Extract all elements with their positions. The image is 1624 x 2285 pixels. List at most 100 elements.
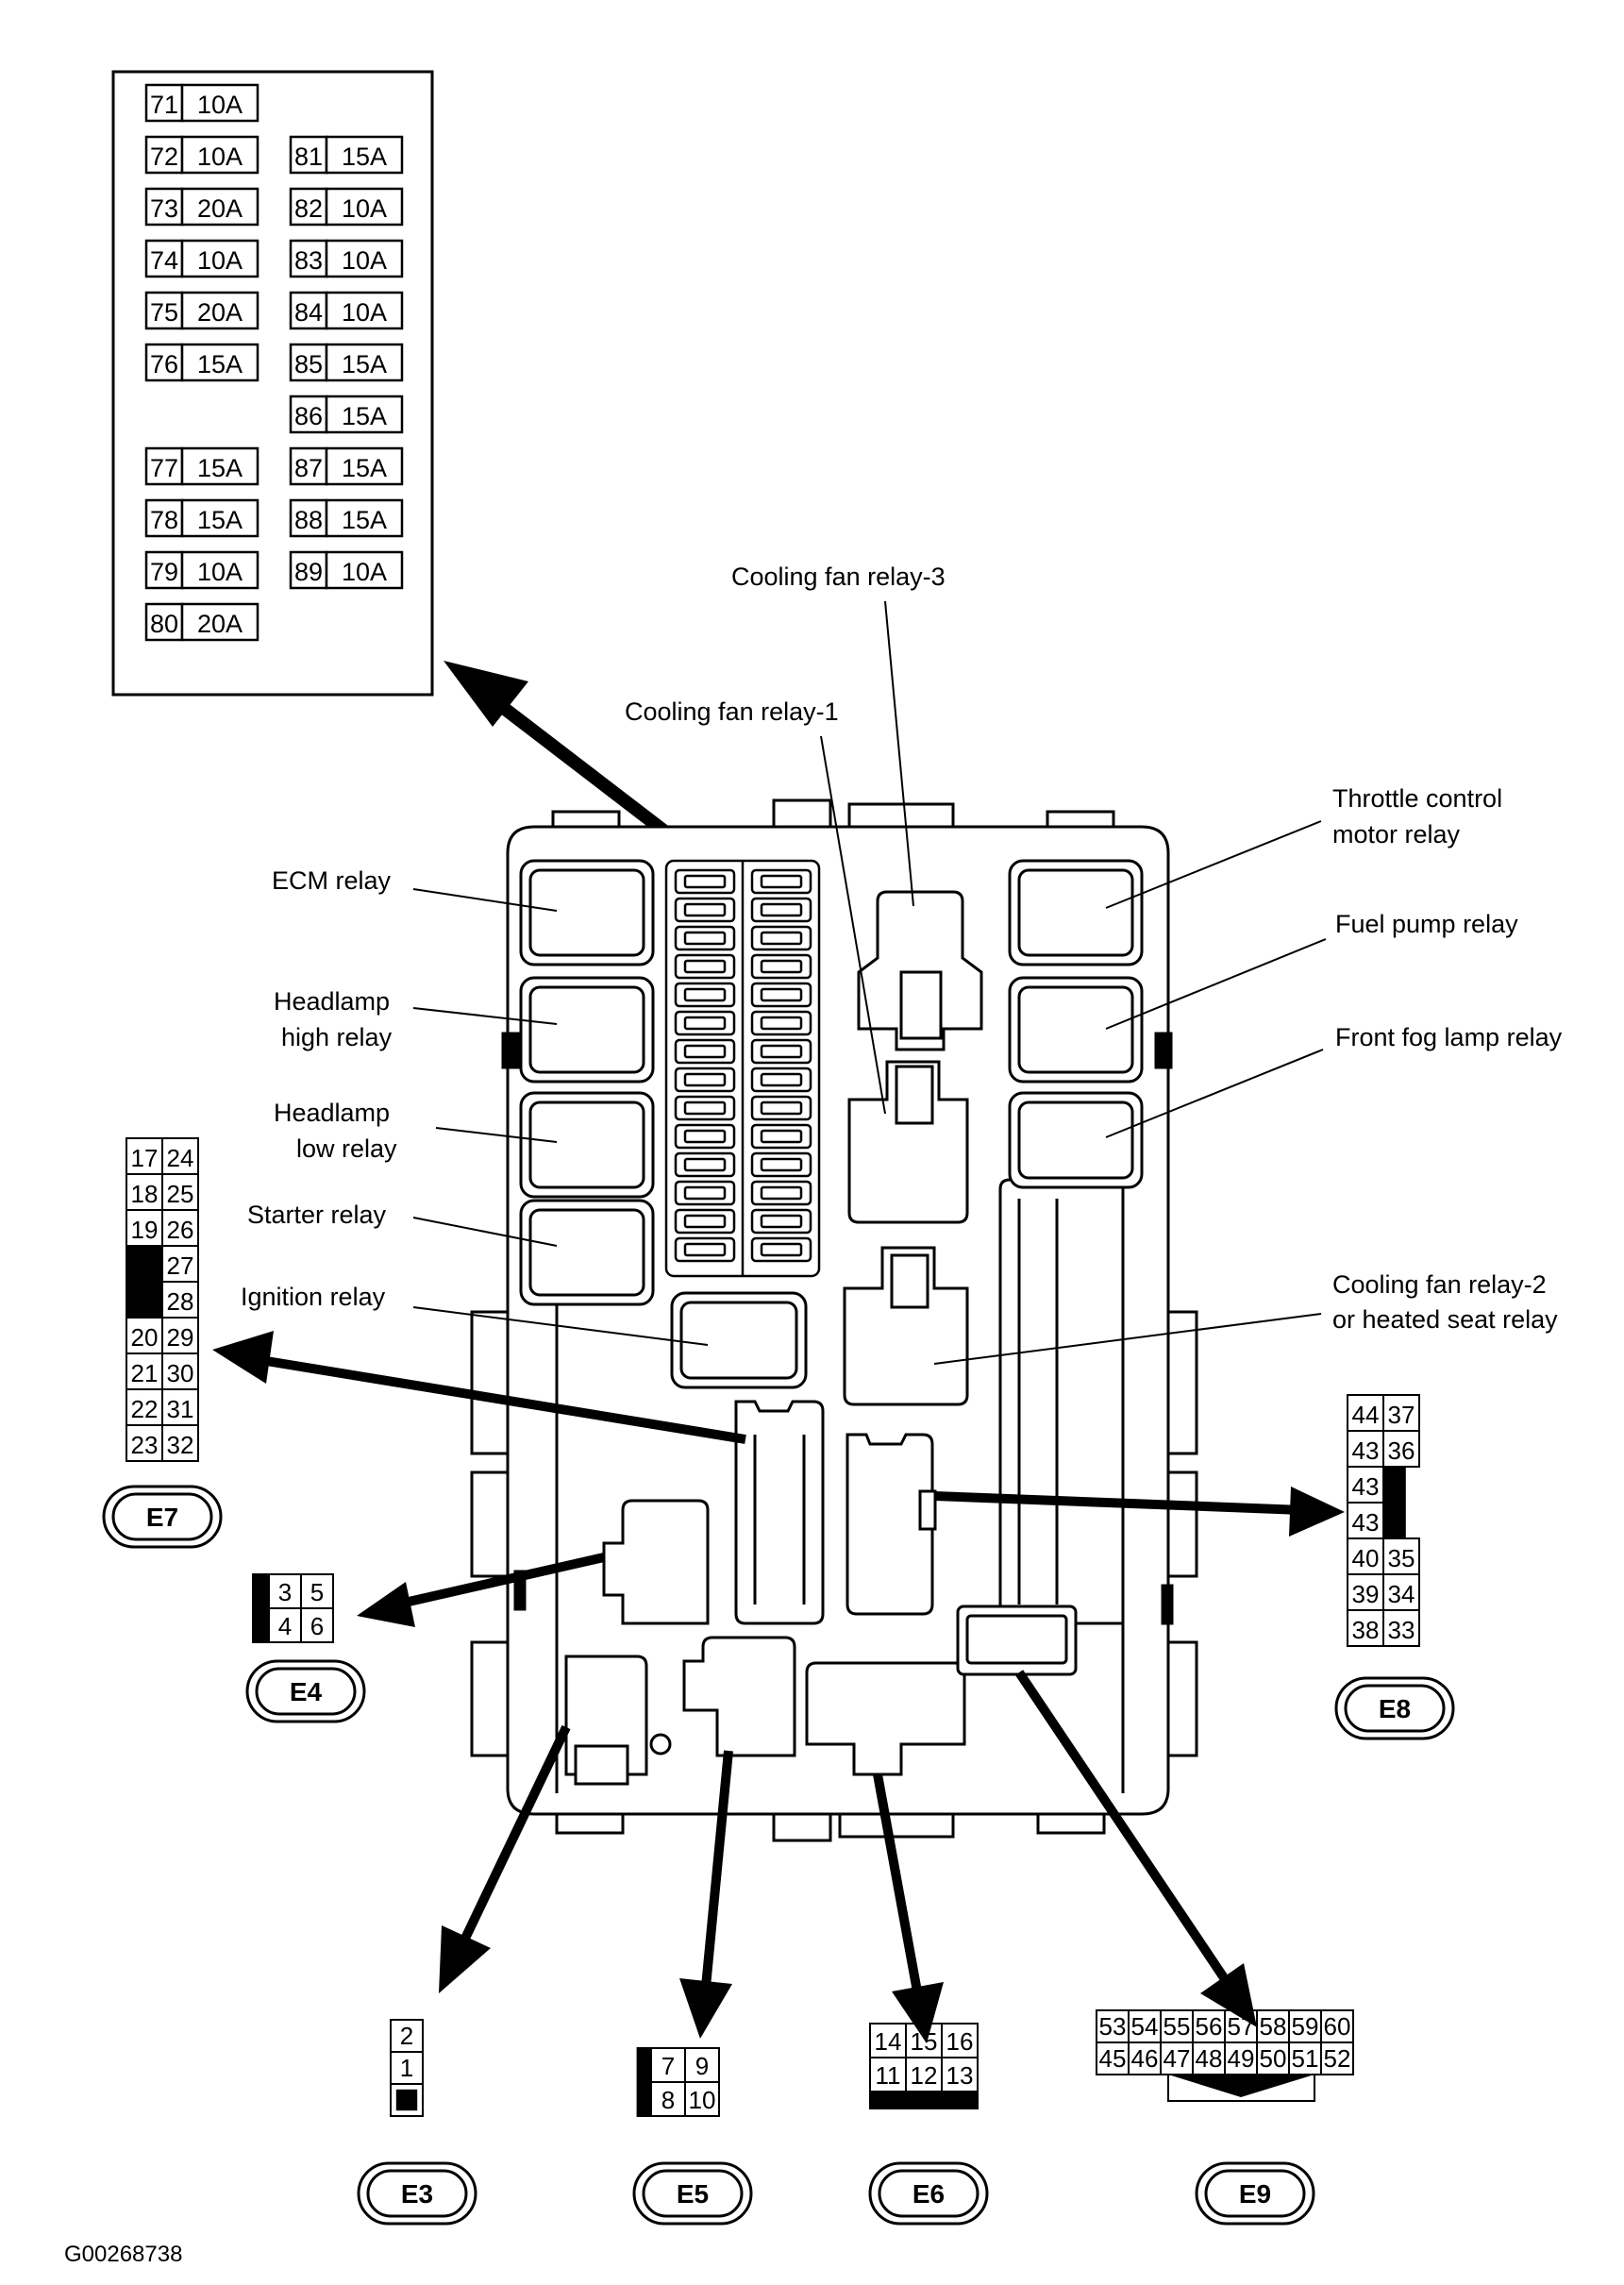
mini-fuse-body [683,987,727,1002]
leader-lines [412,600,1327,1365]
right-row: 84 10A [289,291,404,330]
badge-e6-text: E6 [912,2179,945,2209]
mini-fuse-body [683,1129,727,1144]
mini-fuse-body [683,1044,727,1059]
label-fuel-pump-relay: Fuel pump relay [1335,910,1518,938]
pin-number: 51 [1292,2044,1319,2073]
pin-number: 57 [1228,2012,1255,2041]
fuse-number-cell [144,239,184,278]
pin-number: 58 [1260,2012,1287,2041]
mini-fuse-body [760,1214,803,1229]
pin-number: 34 [1388,1580,1415,1608]
pin-number: 13 [946,2061,974,2090]
fuse-number-cell [289,498,328,538]
mini-fuse-body [760,959,803,974]
badge-e7: E7 [102,1485,223,1549]
pin-cell [1320,2041,1354,2075]
pin-number: 31 [167,1395,194,1423]
pin-number: 18 [131,1180,159,1208]
fuse-amp-cell [325,498,404,538]
fuse-amperage: 15A [342,350,387,378]
fuse-number: 77 [150,454,178,482]
mini-fuse-body [683,1072,727,1087]
fuse-number: 73 [150,194,178,223]
mini-fuse-body [760,1100,803,1116]
pin-number: 25 [167,1180,194,1208]
fuse-amp-cell [325,343,404,382]
mini-fuse-body [760,902,803,917]
relay-front-fog-lamp [1008,1091,1144,1189]
pin-number: 12 [911,2061,938,2090]
pin-cell [941,2057,979,2092]
fuse-number: 74 [150,246,178,275]
mini-fuse-body [760,874,803,889]
fuse-amp-cell [180,83,260,123]
fuse-number-cell [144,343,184,382]
pin-number: 52 [1324,2044,1351,2073]
fuse-number: 81 [294,143,323,171]
label-front-fog-lamp-relay: Front fog lamp relay [1335,1023,1563,1051]
fuse-amperage: 20A [197,194,243,223]
fuse-amp-cell [180,135,260,175]
fuse-number-cell [144,83,184,123]
pin-number: 29 [167,1323,194,1352]
pin-number: 44 [1352,1401,1380,1429]
fuse-number: 72 [150,143,178,171]
label-ignition-relay: Ignition relay [241,1283,386,1311]
pin-number: 54 [1131,2012,1159,2041]
fuse-amperage: 10A [342,558,387,586]
fuse-number: 80 [150,610,178,638]
fuse-amperage: 10A [197,143,243,171]
pin-number: 33 [1388,1616,1415,1644]
pin-number: 53 [1099,2012,1127,2041]
pin-key-block [636,2047,652,2117]
pin-number: 21 [131,1359,159,1387]
fuse-block [664,859,821,1278]
fuse-amperage: 10A [197,91,243,119]
fuse-number-cell [144,602,184,642]
pin-number: 22 [131,1395,159,1423]
fuse-amperage: 10A [342,194,387,223]
pin-number: 49 [1228,2044,1255,2073]
fuse-number: 84 [294,298,323,327]
fuse-amperage: 15A [342,506,387,534]
pin-number: 30 [167,1359,194,1387]
badge-e8-text: E8 [1379,1694,1411,1723]
mini-fuse-body [760,1129,803,1144]
pin-number: 16 [946,2027,974,2056]
fuse-amperage: 10A [342,298,387,327]
pin-number: 32 [167,1431,194,1459]
fuse-amperage: 20A [197,610,243,638]
pin-number: 6 [310,1612,324,1640]
pin-cell [161,1424,199,1462]
pin-key-block [252,1573,270,1643]
pin-key-block [395,2089,418,2111]
fuse-number: 88 [294,506,323,534]
pin-key-block [869,2091,979,2109]
left-row: 72 10A [144,135,260,175]
badge-e5: E5 [632,2161,753,2226]
badge-e9-text: E9 [1239,2179,1271,2209]
mini-fuse-body [683,959,727,974]
relay-fuel-pump [1008,976,1144,1084]
badge-e3-text: E3 [401,2179,433,2209]
pin-number: 4 [278,1612,292,1640]
mini-fuse-body [760,1044,803,1059]
label-throttle-control-line1: Throttle control [1332,784,1502,813]
pin-number: 2 [400,2022,413,2050]
